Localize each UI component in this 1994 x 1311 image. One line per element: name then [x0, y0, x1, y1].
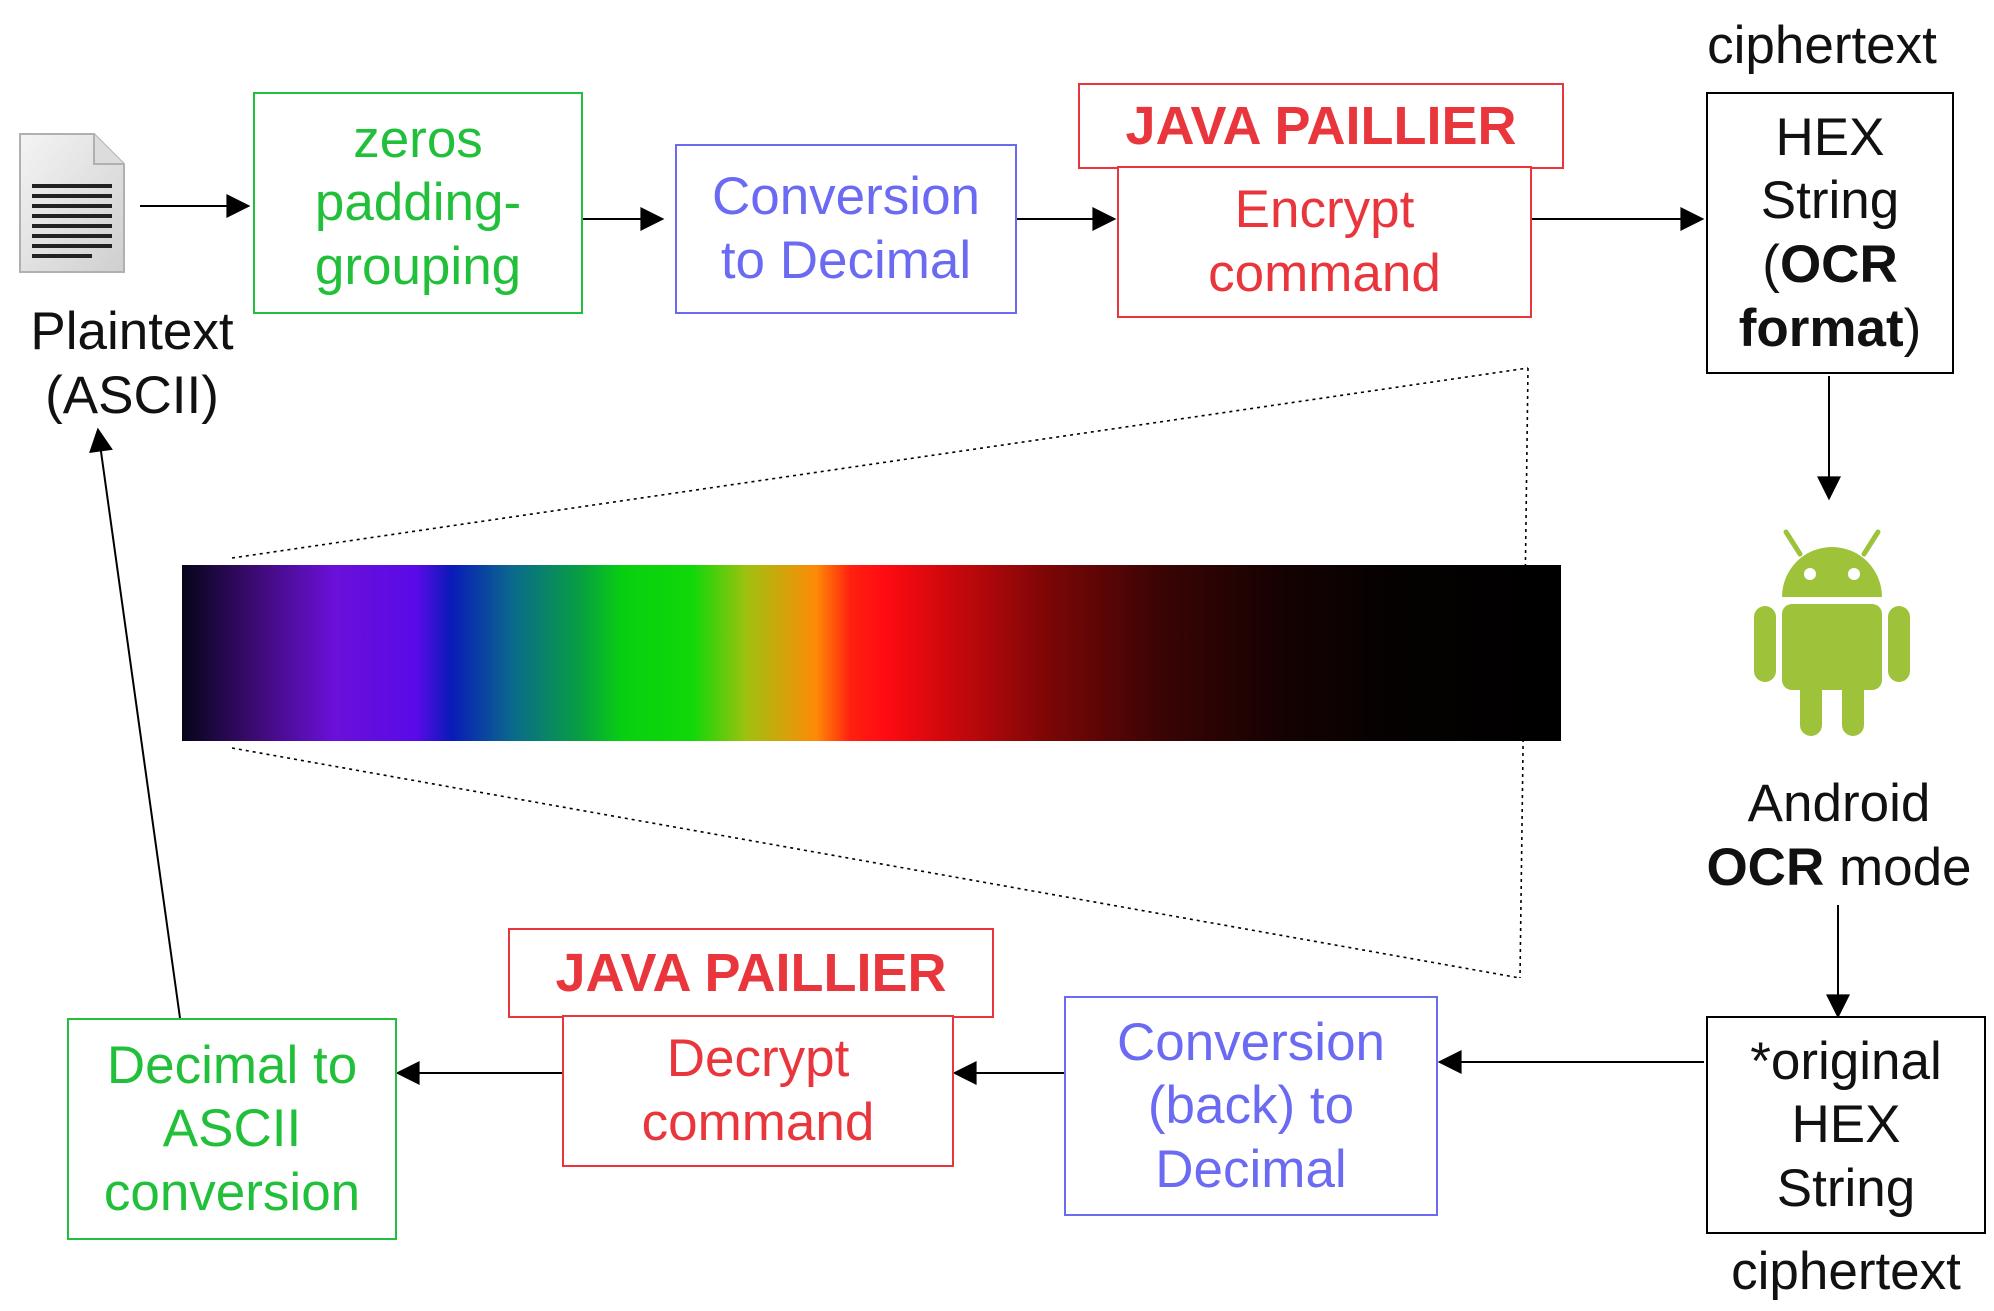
android-mode-text: mode — [1824, 837, 1972, 897]
java-paillier-top-label: JAVA PAILLIER — [1078, 83, 1564, 169]
hex-top-line-4: format) — [1739, 297, 1922, 361]
conv-back-line-3: Decimal — [1155, 1139, 1347, 1199]
ocr-bold: OCR — [1779, 235, 1898, 294]
original-hex-string-box: *original HEX String — [1706, 1016, 1986, 1234]
android-robot-icon — [1732, 502, 1932, 747]
plaintext-label: Plaintext (ASCII) — [6, 300, 258, 427]
orig-hex-line-2: HEX — [1791, 1095, 1901, 1155]
zeros-line-1: zeros — [353, 109, 483, 169]
zeros-line-3: grouping — [314, 236, 522, 296]
conversion-back-to-decimal-box: Conversion (back) to Decimal — [1064, 996, 1438, 1216]
orig-hex-line-1: *original — [1750, 1031, 1942, 1091]
orig-hex-line-3: String — [1776, 1158, 1916, 1218]
android-line-2: OCR mode — [1684, 836, 1994, 900]
decrypt-line-2: command — [641, 1093, 875, 1152]
conv-dec-line-2: to Decimal — [720, 231, 972, 290]
conv-back-line-1: Conversion — [1116, 1012, 1386, 1072]
encrypt-line-2: command — [1208, 244, 1441, 303]
decrypt-command-box: Decrypt command — [562, 1015, 954, 1167]
zeros-padding-grouping-box: zeros padding- grouping — [253, 92, 583, 314]
plaintext-line-1: Plaintext — [30, 302, 234, 361]
zeros-line-2: padding- — [314, 173, 522, 233]
zoom-line-bottom — [231, 747, 1521, 979]
ciphertext-bottom-label: ciphertext — [1731, 1242, 1961, 1301]
dec-ascii-line-1: Decimal to — [106, 1035, 358, 1095]
dec-ascii-line-3: conversion — [103, 1162, 361, 1222]
encrypt-line-1: Encrypt — [1234, 180, 1415, 240]
decrypt-line-1: Decrypt — [666, 1029, 850, 1089]
paren-close: ) — [1903, 298, 1922, 358]
color-spectrum-image — [182, 565, 1561, 741]
document-icon — [16, 130, 128, 281]
decimal-to-ascii-box: Decimal to ASCII conversion — [67, 1018, 397, 1240]
hex-top-line-2: String — [1760, 171, 1900, 231]
format-bold: format — [1738, 298, 1904, 358]
hex-top-line-1: HEX — [1775, 107, 1885, 167]
hex-string-ocr-format-box: HEX String (OCR format) — [1706, 92, 1954, 374]
encrypt-command-box: Encrypt command — [1117, 166, 1532, 318]
java-paillier-bottom-label: JAVA PAILLIER — [508, 928, 994, 1018]
hex-top-line-3: (OCR — [1739, 233, 1922, 297]
paren-open: ( — [1762, 235, 1780, 294]
android-ocr-bold: OCR — [1706, 837, 1825, 897]
android-line-1: Android — [1747, 774, 1931, 833]
ciphertext-top-label: ciphertext — [1707, 16, 1937, 75]
dec-ascii-line-2: ASCII — [162, 1099, 302, 1159]
plaintext-line-2: (ASCII) — [45, 365, 219, 425]
android-ocr-mode-label: Android OCR mode — [1684, 772, 1994, 899]
conv-dec-line-1: Conversion — [711, 167, 981, 227]
zoom-line-top — [231, 367, 1529, 559]
conversion-to-decimal-box: Conversion to Decimal — [675, 144, 1017, 314]
conv-back-line-2: (back) to — [1147, 1076, 1355, 1136]
arrow-ascii-to-plaintext — [89, 427, 181, 1019]
